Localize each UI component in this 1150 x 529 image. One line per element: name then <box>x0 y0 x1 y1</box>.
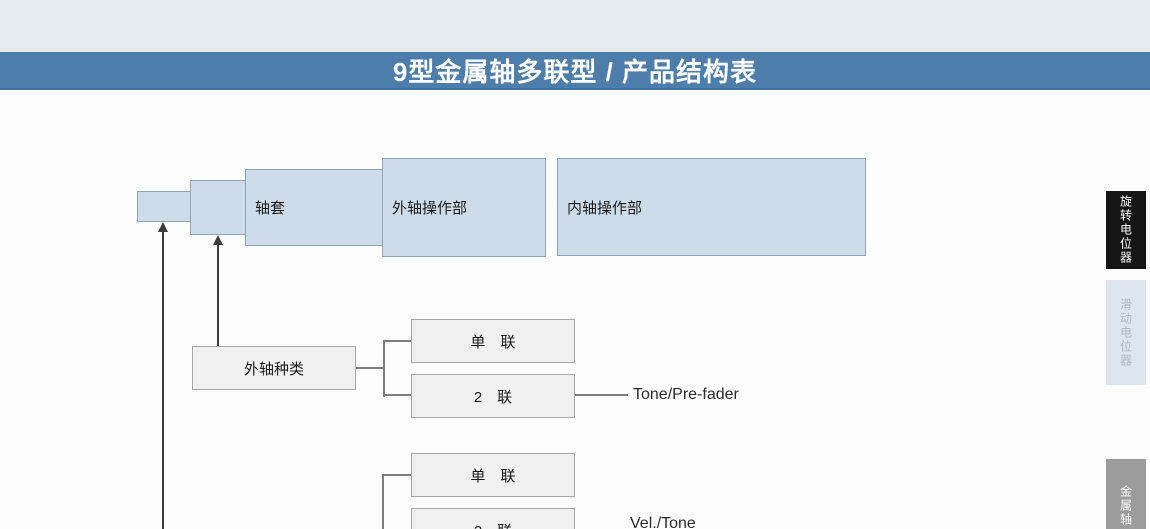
arrow-up-icon <box>158 222 168 232</box>
option-box-2-gang: 2 联 <box>411 508 575 529</box>
shaft-tip-box <box>137 191 191 222</box>
option-label: 2 联 <box>473 388 513 406</box>
tab-rotary-potentiometer[interactable]: 旋转电位器 <box>1106 191 1146 269</box>
tab-label: 金属轴 <box>1118 485 1133 527</box>
outer-type-label: 外轴种类 <box>243 360 304 378</box>
shaft-sleeve-box: 轴套 <box>245 169 383 246</box>
option-note: Tone/Pre-fader <box>633 386 739 403</box>
page-title: 9型金属轴多联型 / 产品结构表 <box>392 56 758 87</box>
tab-label: 旋转电位器 <box>1118 195 1133 265</box>
note-connector-line <box>575 394 628 396</box>
option-label: 单 联 <box>470 467 516 485</box>
bracket-stub-line <box>383 340 411 342</box>
top-band <box>0 0 1150 52</box>
tab-slide-potentiometer[interactable]: 滑动电位器 <box>1106 280 1146 385</box>
bracket-feed-line <box>356 367 384 369</box>
option-label: 单 联 <box>470 333 516 351</box>
option-box-2-gang: 2 联 <box>411 374 575 418</box>
bracket-vertical-line <box>382 474 384 529</box>
inner-shaft-box: 内轴操作部 <box>557 158 866 256</box>
inner-shaft-label: 内轴操作部 <box>567 199 643 217</box>
arrow-up-icon <box>213 235 223 245</box>
outer-shaft-box: 外轴操作部 <box>382 158 546 257</box>
inner-type-connector-line <box>162 231 164 529</box>
option-box-single-gang: 单 联 <box>411 453 575 497</box>
shaft-sleeve-label: 轴套 <box>255 200 286 217</box>
tab-metal-shaft[interactable]: 金属轴 <box>1106 459 1146 529</box>
option-box-single-gang: 单 联 <box>411 319 575 363</box>
option-label: 2 联 <box>474 520 512 529</box>
bracket-stub-line <box>382 474 411 476</box>
bracket-vertical-line <box>383 340 385 397</box>
outer-shaft-label: 外轴操作部 <box>392 200 468 217</box>
outer-type-connector-line <box>217 244 219 346</box>
shaft-collar-box <box>190 180 246 235</box>
outer-type-box: 外轴种类 <box>192 346 356 390</box>
bracket-stub-line <box>383 394 411 396</box>
option-note: Vel./Tone <box>630 515 696 529</box>
page-title-bar: 9型金属轴多联型 / 产品结构表 <box>0 52 1150 90</box>
tab-label: 滑动电位器 <box>1118 297 1133 368</box>
